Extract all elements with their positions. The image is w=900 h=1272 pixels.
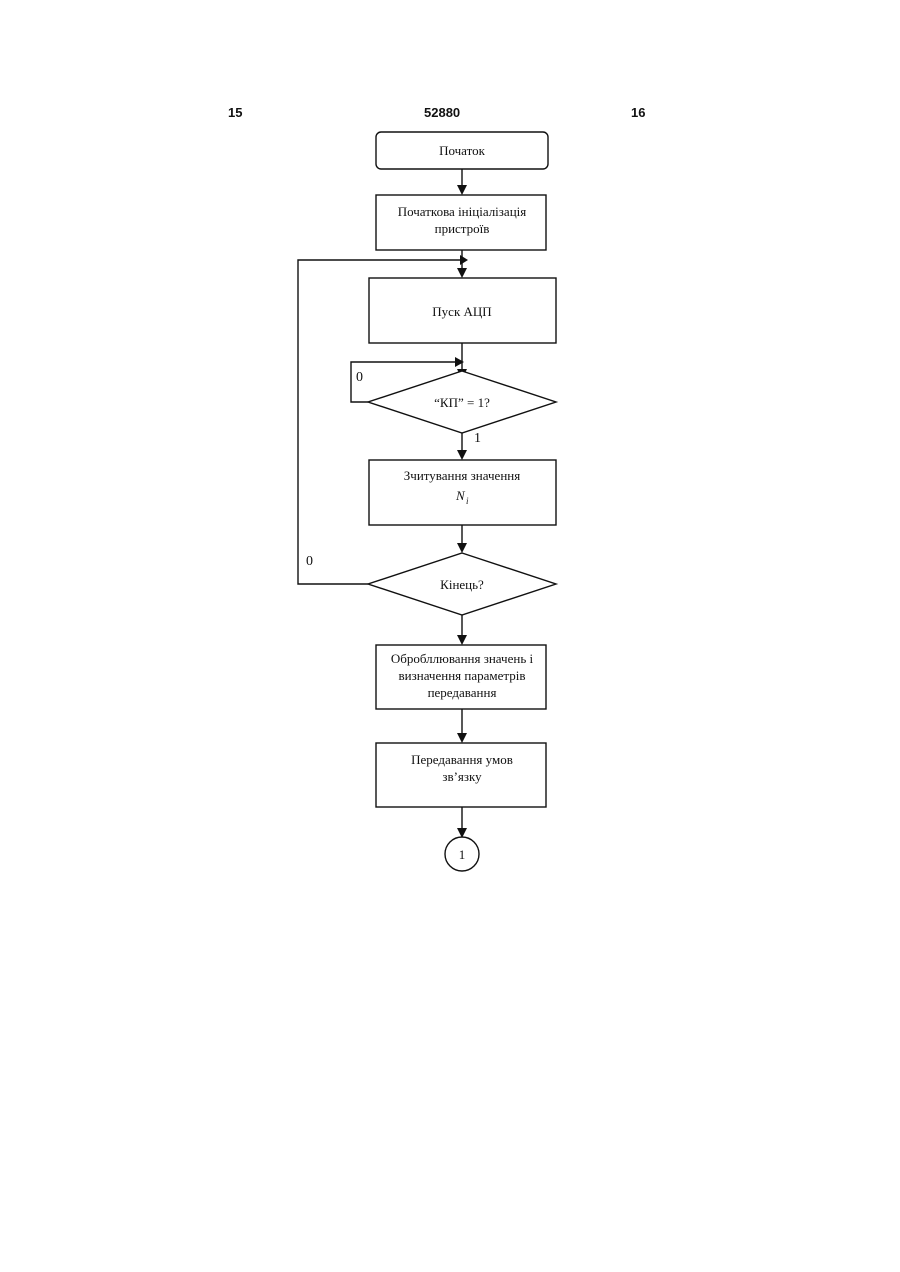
arrowhead	[457, 450, 467, 460]
init-label-line-1: Початкова ініціалізація	[398, 204, 527, 219]
end-no-label: 0	[306, 554, 313, 569]
kp-decision-diamond: “КП” = 1?	[368, 371, 556, 433]
init-process-box: Початкова ініціалізація пристроїв	[376, 195, 546, 250]
transmit-label-line-2: зв’язку	[442, 769, 482, 784]
start-terminator: Початок	[376, 132, 548, 169]
transmit-label-line-1: Передавання умов	[411, 752, 513, 767]
init-label-line-2: пристроїв	[435, 221, 490, 236]
offpage-connector-label: 1	[459, 847, 466, 862]
arrowhead	[457, 733, 467, 743]
loop-return-arrowhead	[460, 255, 468, 265]
read-value-process-box: Зчитування значення N i	[369, 460, 556, 525]
transmit-process-box: Передавання умов зв’язку	[376, 743, 546, 807]
processing-label-line-2: визначення параметрів	[399, 668, 526, 683]
kp-yes-label: 1	[474, 431, 481, 446]
arrowhead	[457, 635, 467, 645]
arrowhead	[457, 268, 467, 278]
offpage-connector: 1	[445, 837, 479, 871]
start-label: Початок	[439, 143, 486, 158]
processing-process-box: Обробллювання значень і визначення парам…	[376, 645, 546, 709]
arrowhead	[457, 543, 467, 553]
read-value-label: Зчитування значення	[404, 468, 520, 483]
arrowhead	[457, 185, 467, 195]
read-value-variable: N	[455, 488, 466, 503]
adc-start-label: Пуск АЦП	[432, 304, 491, 319]
processing-label-line-3: передавання	[428, 685, 497, 700]
end-decision-label: Кінець?	[440, 577, 484, 592]
adc-start-process-box: Пуск АЦП	[369, 278, 556, 343]
end-decision-diamond: Кінець?	[368, 553, 556, 615]
processing-label-line-1: Обробллювання значень і	[391, 651, 534, 666]
kp-decision-label: “КП” = 1?	[434, 395, 490, 410]
kp-no-label: 0	[356, 370, 363, 385]
